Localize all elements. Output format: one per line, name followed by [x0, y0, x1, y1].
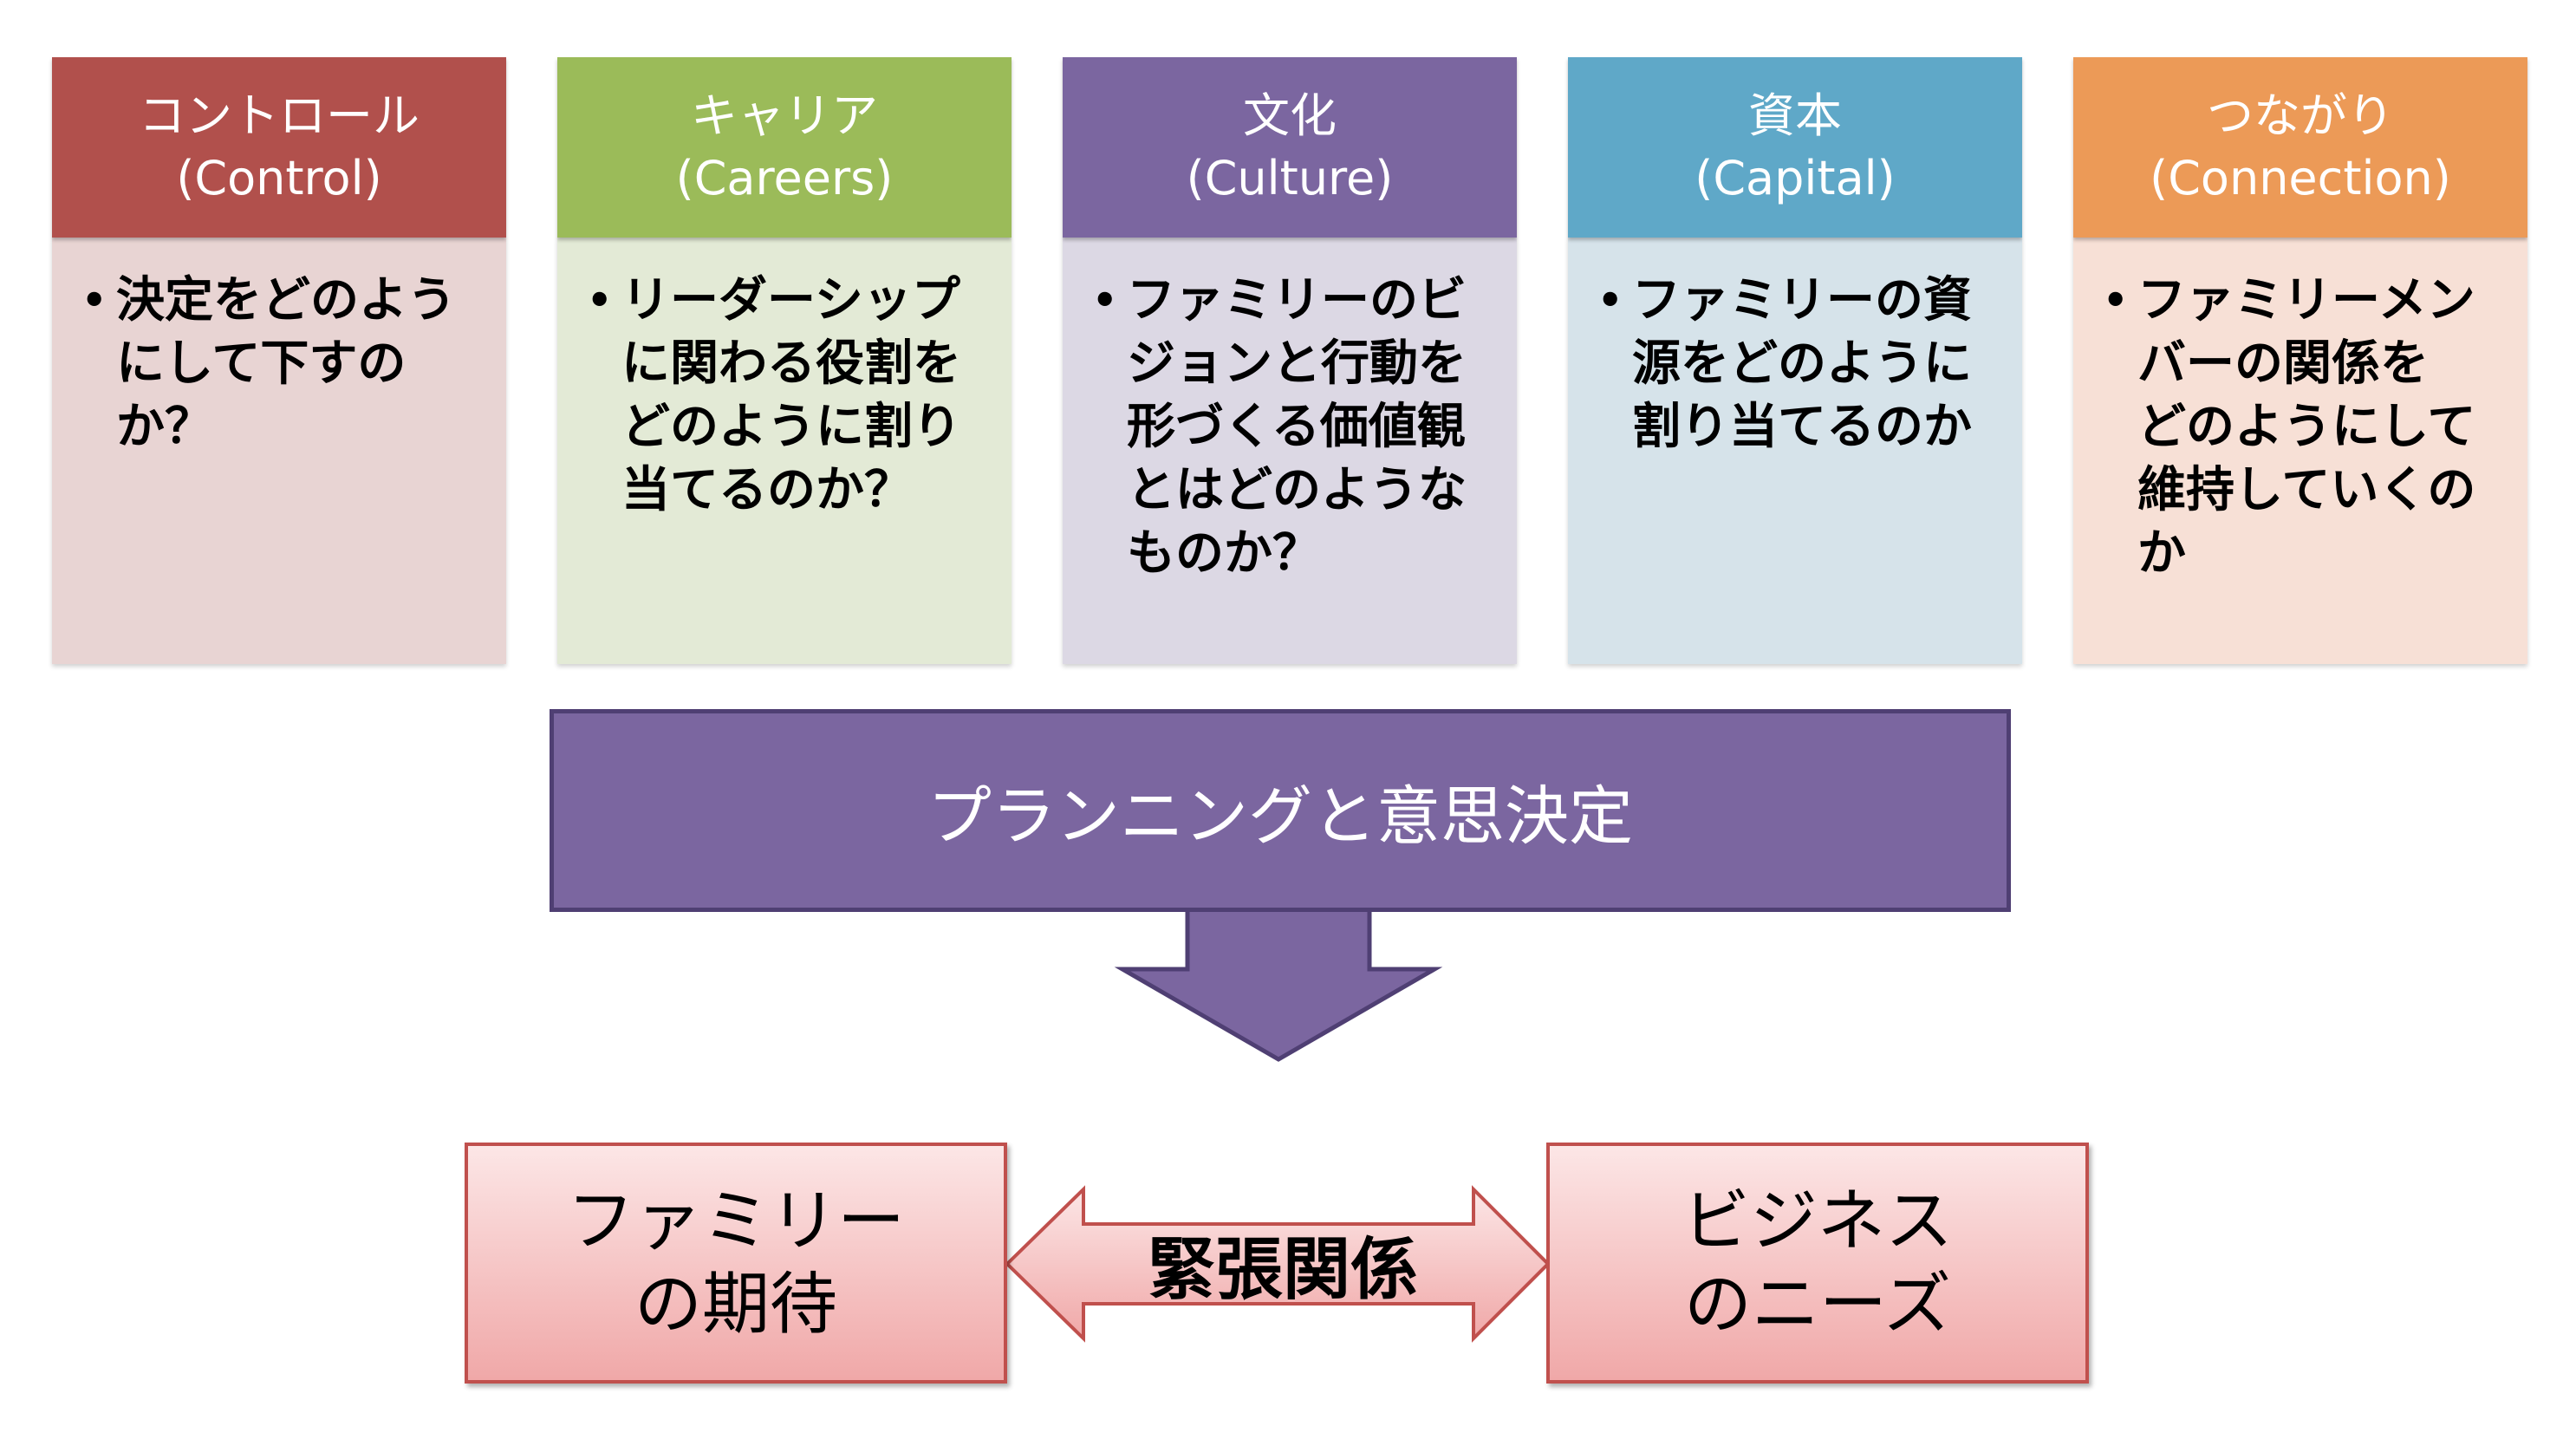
category-body: • ファミリーメン バーの関係を どのようにして 維持していくの か — [2073, 238, 2527, 664]
bullet-text: ファミリーの資 源をどのように 割り当てるのか — [1632, 272, 1972, 455]
category-column-connection: つながり (Connection) • ファミリーメン バーの関係を どのように… — [2073, 57, 2527, 664]
category-subtitle: (Connection) — [2150, 151, 2451, 205]
bullet-item: • ファミリーの資 源をどのように 割り当てるのか — [1597, 269, 2001, 459]
category-header: つながり (Connection) — [2073, 57, 2527, 238]
category-body: • 決定をどのよう にして下すの か？ — [52, 238, 506, 664]
bullet-text: リーダーシップ に関わる役割を どのように割り 当てるのか？ — [621, 272, 961, 518]
category-column-control: コントロール (Control) • 決定をどのよう にして下すの か？ — [52, 57, 506, 664]
category-title: 文化 — [1243, 88, 1337, 143]
category-title: コントロール — [139, 88, 420, 143]
category-subtitle: (Careers) — [675, 151, 894, 205]
tension-label: 緊張関係 — [1147, 1231, 1418, 1309]
bullet-icon: • — [2103, 277, 2129, 323]
family-expectations-box: ファミリー の期待 — [465, 1143, 1007, 1384]
category-header: コントロール (Control) — [52, 57, 506, 238]
category-header: キャリア (Careers) — [557, 57, 1012, 238]
business-needs-box: ビジネス のニーズ — [1546, 1143, 2089, 1384]
bullet-icon: • — [587, 277, 613, 323]
planning-banner: プランニングと意思決定 — [550, 709, 2011, 912]
bullet-item: • リーダーシップ に関わる役割を どのように割り 当てるのか？ — [587, 269, 991, 522]
planning-label: プランニングと意思決定 — [927, 778, 1633, 854]
category-subtitle: (Culture) — [1186, 151, 1394, 205]
category-subtitle: (Control) — [176, 151, 382, 205]
category-column-culture: 文化 (Culture) • ファミリーのビ ジョンと行動を 形づくる価値観 と… — [1063, 57, 1517, 664]
bullet-icon: • — [81, 277, 107, 323]
bullet-text: ファミリーのビ ジョンと行動を 形づくる価値観 とはどのような ものか？ — [1127, 272, 1467, 582]
bullet-item: • 決定をどのよう にして下すの か？ — [81, 269, 485, 459]
bullet-text: ファミリーメン バーの関係を どのようにして 維持していくの か — [2137, 272, 2476, 582]
bullet-item: • ファミリーのビ ジョンと行動を 形づくる価値観 とはどのような ものか？ — [1092, 269, 1496, 585]
category-body: • ファミリーの資 源をどのように 割り当てるのか — [1568, 238, 2022, 664]
category-header: 文化 (Culture) — [1063, 57, 1517, 238]
bullet-item: • ファミリーメン バーの関係を どのようにして 維持していくの か — [2103, 269, 2507, 585]
category-subtitle: (Capital) — [1695, 151, 1896, 205]
category-body: • リーダーシップ に関わる役割を どのように割り 当てるのか？ — [557, 238, 1012, 664]
business-needs-text: ビジネス のニーズ — [1682, 1182, 1953, 1344]
bullet-text: 決定をどのよう にして下すの か？ — [116, 272, 456, 455]
category-title: 資本 — [1748, 88, 1842, 143]
category-title: キャリア — [691, 88, 878, 143]
category-title: つながり — [2207, 88, 2394, 143]
bullet-icon: • — [1092, 277, 1118, 323]
bullet-icon: • — [1597, 277, 1623, 323]
category-column-careers: キャリア (Careers) • リーダーシップ に関わる役割を どのように割り… — [557, 57, 1012, 664]
category-body: • ファミリーのビ ジョンと行動を 形づくる価値観 とはどのような ものか？ — [1063, 238, 1517, 664]
category-header: 資本 (Capital) — [1568, 57, 2022, 238]
family-expectations-text: ファミリー の期待 — [566, 1182, 905, 1344]
category-column-capital: 資本 (Capital) • ファミリーの資 源をどのように 割り当てるのか — [1568, 57, 2022, 664]
